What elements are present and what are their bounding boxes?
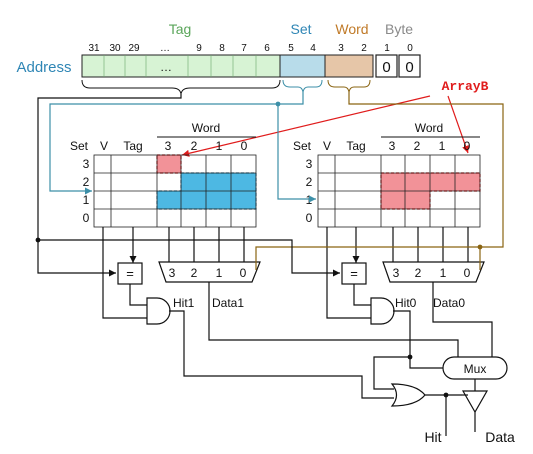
- way1-set-0: 0: [83, 211, 90, 225]
- way0-grid-lines: [318, 155, 480, 227]
- way0-word-col-1: 1: [439, 139, 446, 153]
- way1-mux-in-3: 3: [169, 266, 176, 280]
- bit-29: 29: [128, 43, 140, 54]
- way0-data-wires: [392, 227, 469, 262]
- byte-value-1: 0: [382, 59, 390, 76]
- bit-30: 30: [109, 43, 121, 54]
- way0-word-mux: [382, 261, 485, 283]
- address-register: Tag Set Word Byte 31 30 29 … 9 8 7 6 5 4…: [16, 21, 421, 95]
- data-output-label: Data: [485, 429, 515, 445]
- way1-v-header: V: [100, 139, 108, 153]
- way0-mux-in-1: 1: [440, 266, 447, 280]
- tag-field: [81, 54, 281, 78]
- bit-3: 3: [338, 43, 344, 54]
- hit1-wire: [169, 310, 394, 399]
- bit-index-labels: 31 30 29 … 9 8 7 6 5 4 3 2 1 0: [88, 43, 413, 54]
- byte-field-1: [375, 54, 398, 78]
- way0-set-3: 3: [306, 157, 313, 171]
- bit-7: 7: [241, 43, 247, 54]
- bit-0: 0: [407, 43, 413, 54]
- way1-set-3: 3: [83, 157, 90, 171]
- way1-mux-in-1: 1: [216, 266, 223, 280]
- callout-arrow-way1: [181, 95, 431, 157]
- set-index-wires: [49, 92, 316, 203]
- or-gate: [390, 383, 426, 407]
- way1-word-col-3: 3: [165, 139, 172, 153]
- way1-word-col-1: 1: [216, 139, 223, 153]
- way1-and-gate: [146, 297, 171, 325]
- way0-word-col-0: 0: [464, 139, 471, 153]
- way1-hit-label: Hit1: [173, 296, 195, 310]
- word-field-label: Word: [335, 21, 368, 37]
- way-0: Word Set V Tag 3 2 1 0 3 2 1 0: [293, 121, 485, 325]
- set-field: [279, 54, 326, 78]
- way0-set-2: 2: [306, 175, 313, 189]
- bit-8: 8: [219, 43, 225, 54]
- hit-output-label: Hit: [424, 429, 441, 445]
- way1-comparator-symbol: =: [126, 266, 134, 281]
- arrayb-callout: ArrayB: [181, 79, 489, 157]
- bit-9: 9: [196, 43, 202, 54]
- way1-data-label: Data1: [212, 296, 244, 310]
- byte-value-0: 0: [405, 59, 413, 76]
- data1-wire: [208, 282, 459, 357]
- way0-v-header: V: [323, 139, 331, 153]
- way0-hit-label: Hit0: [395, 296, 417, 310]
- way0-word-col-3: 3: [389, 139, 396, 153]
- way0-word-header: Word: [415, 121, 443, 135]
- way1-word-col-2: 2: [191, 139, 198, 153]
- way0-tag-header: Tag: [346, 139, 365, 153]
- bit-4: 4: [310, 43, 316, 54]
- way0-mux-in-0: 0: [464, 266, 471, 280]
- way0-comparator-symbol: =: [350, 266, 358, 281]
- way0-set-1: 1: [306, 193, 313, 207]
- way1-mux-in-0: 0: [240, 266, 247, 280]
- tag-brace: [81, 79, 281, 95]
- way1-word-col-0: 0: [241, 139, 248, 153]
- tristate-buffer: [461, 390, 489, 414]
- way1-set-2: 2: [83, 175, 90, 189]
- way1-mux-in-2: 2: [191, 266, 198, 280]
- way0-mux-in-2: 2: [415, 266, 422, 280]
- way1-tag-header: Tag: [123, 139, 142, 153]
- address-label: Address: [16, 59, 71, 76]
- word-brace: [327, 79, 371, 93]
- way1-data-wires: [168, 227, 245, 262]
- byte-field-0: [398, 54, 421, 78]
- bit-2: 2: [361, 43, 367, 54]
- arrayb-label: ArrayB: [442, 79, 489, 94]
- way-1: Word Set V Tag 3 2 1 0 3 2 1 0: [70, 121, 261, 325]
- way0-and-gate: [370, 297, 395, 325]
- way1-grid-lines: [94, 155, 256, 227]
- bit-5: 5: [288, 43, 294, 54]
- byte-field-label: Byte: [385, 21, 413, 37]
- word-select-wires: [255, 92, 504, 270]
- word-field: [324, 54, 374, 78]
- tag-wires: [37, 94, 340, 277]
- bit-ellipsis: …: [160, 43, 170, 54]
- tag-field-dividers: [103, 55, 257, 77]
- bit-1: 1: [384, 43, 390, 54]
- output-mux-label: Mux: [464, 362, 487, 376]
- way0-set-0: 0: [306, 211, 313, 225]
- way1-word-header: Word: [192, 121, 220, 135]
- way0-mux-in-3: 3: [393, 266, 400, 280]
- way1-red-cell: [156, 154, 182, 174]
- hit0-wire: [373, 310, 411, 390]
- set-brace: [282, 79, 323, 93]
- callout-arrow-way0: [447, 95, 470, 154]
- bit-6: 6: [264, 43, 270, 54]
- way0-set-header: Set: [293, 139, 312, 153]
- tag-field-label: Tag: [169, 21, 192, 37]
- tag-field-ellipsis: …: [160, 60, 172, 74]
- way1-set-header: Set: [70, 139, 89, 153]
- way1-set-1: 1: [83, 193, 90, 207]
- bit-31: 31: [88, 43, 100, 54]
- way1-word-mux: [158, 261, 261, 283]
- data0-wire: [432, 282, 493, 357]
- set-field-label: Set: [290, 21, 311, 37]
- way0-data-label: Data0: [433, 296, 465, 310]
- way0-word-col-2: 2: [414, 139, 421, 153]
